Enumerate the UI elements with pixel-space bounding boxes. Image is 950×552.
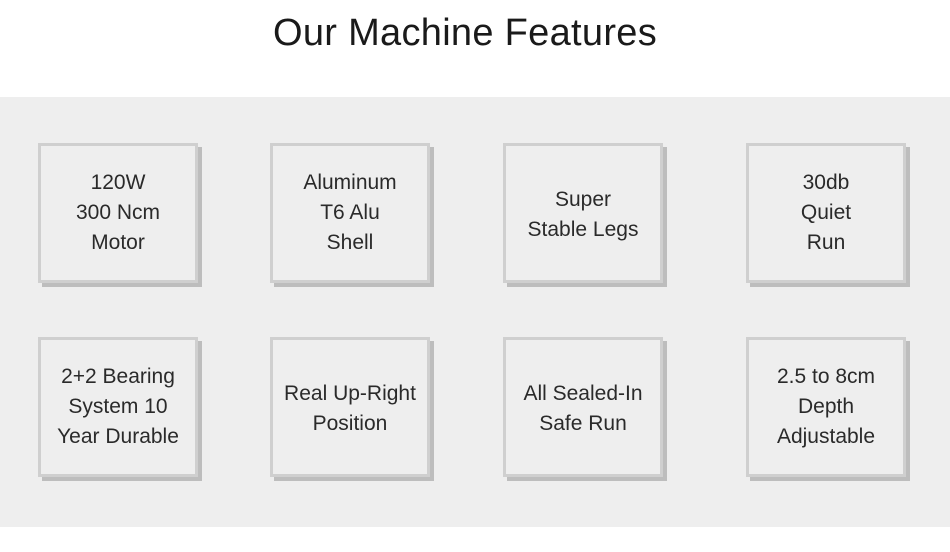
page-header: Our Machine Features	[0, 0, 950, 97]
feature-card-text: Aluminum T6 Alu Shell	[303, 171, 397, 254]
feature-card-position: Real Up-Right Position	[270, 337, 430, 477]
feature-card-sealed: All Sealed-In Safe Run	[503, 337, 663, 477]
feature-card-text: Real Up-Right Position	[284, 382, 416, 435]
feature-card-text: 2.5 to 8cm Depth Adjustable	[776, 365, 876, 448]
feature-card-text: Super Stable Legs	[527, 188, 639, 241]
page-title: Our Machine Features	[272, 12, 658, 54]
feature-card-shell: Aluminum T6 Alu Shell	[270, 143, 430, 283]
feature-card-motor: 120W 300 Ncm Motor	[38, 143, 198, 283]
feature-card-bearing: 2+2 Bearing System 10 Year Durable	[38, 337, 198, 477]
feature-card-quiet: 30db Quiet Run	[746, 143, 906, 283]
feature-card-text: All Sealed-In Safe Run	[523, 382, 643, 435]
feature-card-text: 30db Quiet Run	[800, 171, 852, 254]
feature-card-text: 2+2 Bearing System 10 Year Durable	[57, 365, 179, 448]
feature-card-depth: 2.5 to 8cm Depth Adjustable	[746, 337, 906, 477]
feature-card-text: 120W 300 Ncm Motor	[75, 171, 161, 254]
feature-card-legs: Super Stable Legs	[503, 143, 663, 283]
